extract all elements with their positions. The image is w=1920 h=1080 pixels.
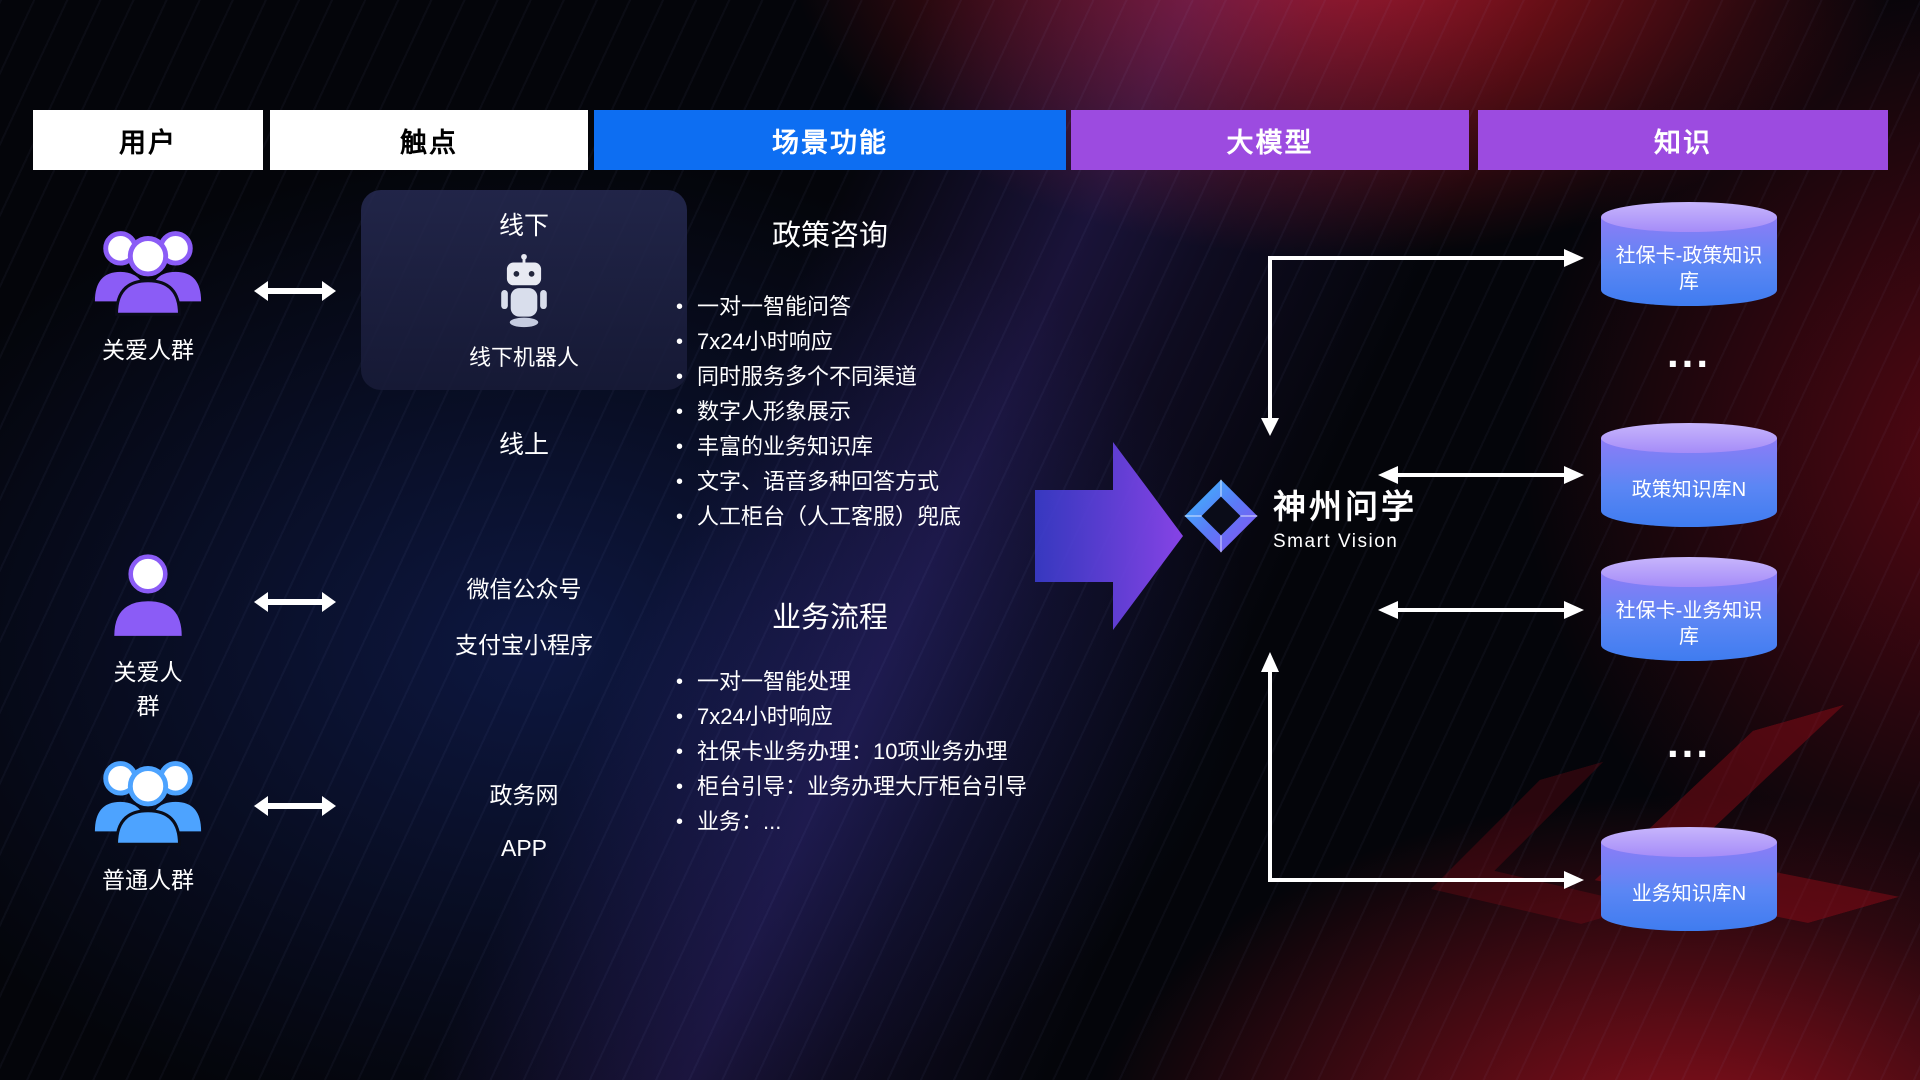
db-label: 业务知识库N: [1631, 882, 1747, 905]
knowledge-db-social-policy: 社保卡-政策知识库: [1601, 202, 1777, 306]
knowledge-db-social-business: 社保卡-业务知识库: [1601, 557, 1777, 661]
list-item: 业务：...: [676, 805, 1027, 840]
header-col-touchpoints: 触点: [270, 110, 588, 170]
offline-title: 线下: [498, 212, 549, 240]
cylinder-top: [1601, 557, 1777, 587]
channel-wechat: 微信公众号: [466, 576, 582, 602]
offline-touchpoint-card: 线下 线下机器人: [361, 190, 687, 390]
channel-app: APP: [500, 835, 548, 861]
knowledge-ellipsis: ...: [1666, 329, 1711, 376]
diamond-logo-icon: [1184, 479, 1258, 553]
db-label: 政策知识库N: [1631, 478, 1747, 501]
group-users-purple-icon: [94, 231, 202, 316]
channel-alipay: 支付宝小程序: [455, 632, 593, 658]
business-feature-list: 一对一智能处理 7x24小时响应 社保卡业务办理：10项业务办理 柜台引导：业务…: [676, 665, 1027, 840]
list-item: 一对一智能问答: [676, 290, 961, 325]
knowledge-ellipsis: ...: [1666, 719, 1711, 766]
bidirectional-arrow-icon: [252, 589, 338, 620]
list-item: 丰富的业务知识库: [676, 430, 961, 465]
red-chevron-decoration: [1315, 762, 1645, 989]
user-block-general: 普通人群: [86, 748, 210, 895]
header-col-scenarios: 场景功能: [594, 110, 1066, 170]
header-col-users: 用户: [33, 110, 263, 170]
list-item: 人工柜台（人工客服）兜底: [676, 500, 961, 535]
group-users-blue-icon: [94, 761, 202, 846]
user-label: 关爱人群: [102, 337, 194, 363]
knowledge-db-policy-n: 政策知识库N: [1601, 423, 1777, 527]
policy-feature-list: 一对一智能问答 7x24小时响应 同时服务多个不同渠道 数字人形象展示 丰富的业…: [676, 290, 961, 535]
list-item: 一对一智能处理: [676, 665, 1027, 700]
user-block-care-group-1: 关爱人群: [86, 218, 210, 365]
header-col-knowledge: 知识: [1478, 110, 1888, 170]
knowledge-db-business-n: 业务知识库N: [1601, 827, 1777, 931]
robot-icon: [501, 253, 547, 328]
list-item: 柜台引导：业务办理大厅柜台引导: [676, 770, 1027, 805]
cylinder-body: 政策知识库N: [1601, 438, 1777, 527]
bidirectional-arrow-icon: [252, 793, 338, 824]
logo-name: 神州问学: [1273, 487, 1417, 525]
header-col-model: 大模型: [1071, 110, 1469, 170]
scenario-title-business: 业务流程: [771, 602, 888, 634]
user-block-care-group-2: 关爱人群: [105, 548, 191, 721]
list-item: 数字人形象展示: [676, 395, 961, 430]
smart-vision-logo: 神州问学 Smart Vision: [1183, 478, 1417, 554]
list-item: 文字、语音多种回答方式: [676, 465, 961, 500]
cylinder-top: [1601, 202, 1777, 232]
bidirectional-arrow-icon: [252, 278, 338, 309]
offline-caption: 线下机器人: [468, 345, 579, 370]
cylinder-top: [1601, 423, 1777, 453]
channel-gov-web: 政务网: [489, 782, 559, 808]
online-title: 线上: [498, 431, 549, 459]
cylinder-top: [1601, 827, 1777, 857]
db-label: 社保卡-政策知识库: [1615, 244, 1763, 293]
list-item: 社保卡业务办理：10项业务办理: [676, 735, 1027, 770]
logo-subtitle: Smart Vision: [1273, 530, 1399, 552]
cylinder-body: 社保卡-政策知识库: [1601, 217, 1777, 306]
list-item: 7x24小时响应: [676, 700, 1027, 735]
logo-text: 神州问学 Smart Vision: [1273, 480, 1417, 553]
user-label: 关爱人群: [113, 659, 183, 719]
person-purple-icon: [114, 554, 182, 636]
db-label: 社保卡-业务知识库: [1615, 599, 1763, 648]
scenario-title-policy: 政策咨询: [771, 220, 888, 252]
user-label: 普通人群: [102, 867, 194, 893]
list-item: 7x24小时响应: [676, 325, 961, 360]
flow-arrow: [1035, 442, 1183, 630]
list-item: 同时服务多个不同渠道: [676, 360, 961, 395]
